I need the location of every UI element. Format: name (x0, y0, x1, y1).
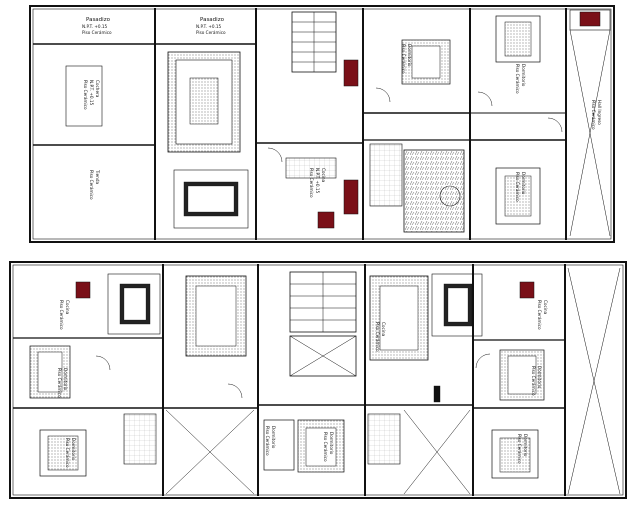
room-level-cochera: N.P.T. +0.15 (89, 80, 94, 106)
room-label-cochera: Cochera (95, 80, 100, 98)
room-floor-pasadizo-1: Piso Cerámico (82, 30, 112, 35)
room-label-dorm-a: Dormitorio (63, 368, 68, 391)
room-label-cocina-a: Cocina (65, 300, 70, 315)
room-floor-hall: Piso Cerámico (591, 100, 596, 130)
room-floor-cocina-b: Piso Cerámico (375, 322, 380, 352)
room-floor-dorm-d: Piso Cerámico (517, 434, 522, 464)
lower-room-labels: Cocina Piso Cerámico Dormitorio Piso Cer… (57, 300, 548, 468)
room-label-cocina-c: Cocina (543, 300, 548, 315)
room-label-tienda: Tienda (95, 169, 100, 184)
room-floor-dormitorio-2: Piso Cerámico (515, 64, 520, 94)
room-floor-cochera: Piso Cerámico (83, 80, 88, 110)
room-label-dormitorio-1: Dormitorio (407, 44, 412, 67)
room-floor-dorm-c: Piso Cerámico (531, 366, 536, 396)
room-label-dormitorio-2: Dormitorio (521, 64, 526, 87)
room-label-hall: Hall Ingreso (597, 100, 602, 125)
room-label-dormitorio-3: Dormitorio (521, 172, 526, 195)
room-label-dorm-f: Dormitorio (329, 432, 334, 455)
room-label-dorm-b: Dormitorio (71, 438, 76, 461)
upper-floor-plan (29, 5, 615, 243)
room-label-cocina: Cocina (321, 168, 326, 183)
room-floor-dorm-f: Piso Cerámico (323, 432, 328, 462)
room-level-pasadizo-2: N.P.T. +0.15 (196, 24, 222, 29)
room-label-pasadizo-1: Pasadizo (86, 17, 111, 23)
room-floor-pasadizo-2: Piso Cerámico (196, 30, 226, 35)
room-floor-dorm-e: Piso Cerámico (265, 426, 270, 456)
room-label-cocina-b: Cocina (381, 322, 386, 337)
room-floor-tienda: Piso Cerámico (89, 170, 94, 200)
room-floor-dorm-b: Piso Cerámico (65, 438, 70, 468)
room-floor-dorm-a: Piso Cerámico (57, 368, 62, 398)
lower-floor-plan (9, 261, 627, 499)
room-floor-dormitorio-3: Piso Cerámico (515, 172, 520, 202)
room-label-dorm-e: Dormitorio (271, 426, 276, 449)
room-floor-cocina-c: Piso Cerámico (537, 300, 542, 330)
room-floor-cocina-a: Piso Cerámico (59, 300, 64, 330)
upper-room-labels: Pasadizo N.P.T. +0.15 Piso Cerámico Pasa… (82, 17, 602, 202)
room-level-cocina: N.P.T. +0.15 (315, 168, 320, 194)
room-floor-dormitorio-1: Piso Cerámico (401, 44, 406, 74)
room-level-pasadizo-1: N.P.T. +0.15 (82, 24, 108, 29)
room-label-dorm-c: Dormitorio (537, 366, 542, 389)
room-floor-cocina: Piso Cerámico (309, 168, 314, 198)
room-label-dorm-d: Dormitorio (523, 434, 528, 457)
room-label-pasadizo-2: Pasadizo (200, 17, 225, 23)
